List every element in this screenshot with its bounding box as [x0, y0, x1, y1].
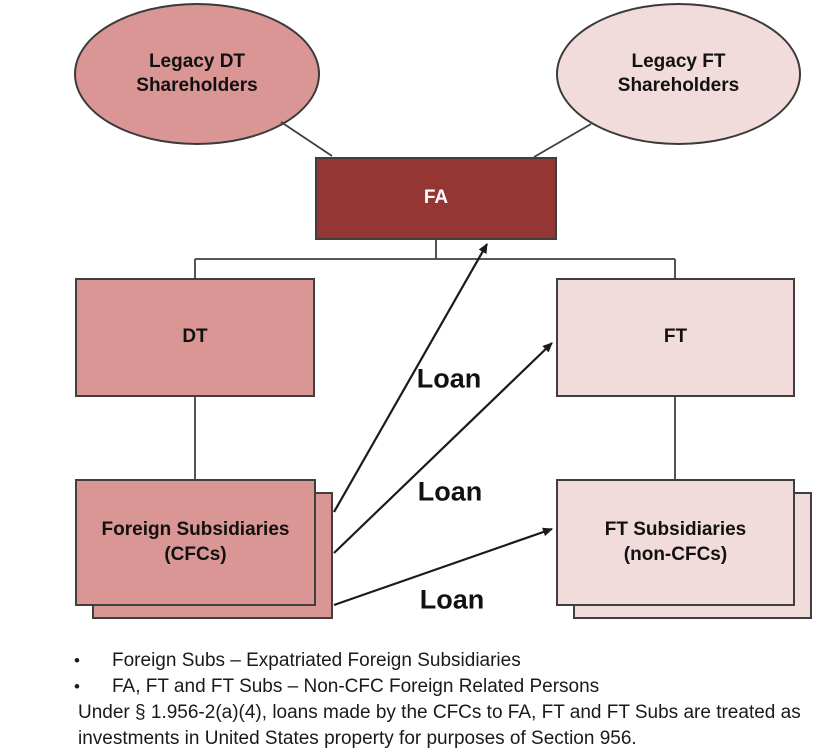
footnotes: • Foreign Subs – Expatriated Foreign Sub… — [0, 648, 829, 752]
bullet-icon: • — [74, 677, 80, 696]
node-dt: DT — [75, 278, 315, 397]
edge-legacy-ft-to-fa — [533, 123, 592, 158]
node-legacy-dt-shareholders-label: Legacy DT Shareholders — [136, 50, 258, 96]
loan-label-1: Loan — [416, 363, 482, 394]
node-ft: FT — [556, 278, 795, 397]
node-fa: FA — [315, 157, 557, 240]
footnote-bullet-2: • FA, FT and FT Subs – Non-CFC Foreign R… — [0, 674, 829, 700]
node-dt-label: DT — [182, 326, 208, 348]
node-fa-label: FA — [423, 187, 449, 209]
node-ft-subsidiaries: FT Subsidiaries (non-CFCs) — [556, 479, 795, 606]
footnote-bullet-2-text: FA, FT and FT Subs – Non-CFC Foreign Rel… — [112, 676, 600, 697]
footnote-bullet-1: • Foreign Subs – Expatriated Foreign Sub… — [0, 648, 829, 674]
loan-label-3: Loan — [419, 584, 485, 615]
bullet-icon: • — [74, 651, 80, 670]
footnote-bullet-1-text: Foreign Subs – Expatriated Foreign Subsi… — [112, 650, 521, 671]
loan-label-2: Loan — [417, 476, 483, 507]
node-foreign-subsidiaries-label: Foreign Subsidiaries (CFCs) — [101, 519, 290, 565]
node-ft-subsidiaries-label: FT Subsidiaries (non-CFCs) — [604, 519, 747, 565]
node-legacy-ft-shareholders: Legacy FT Shareholders — [556, 3, 801, 145]
node-ft-label: FT — [663, 326, 688, 348]
node-legacy-dt-shareholders: Legacy DT Shareholders — [74, 3, 320, 145]
node-legacy-ft-shareholders-label: Legacy FT Shareholders — [617, 50, 740, 96]
edge-legacy-dt-to-fa — [280, 121, 333, 157]
footnote-body-text: Under § 1.956-2(a)(4), loans made by the… — [78, 702, 801, 749]
node-foreign-subsidiaries: Foreign Subsidiaries (CFCs) — [75, 479, 316, 606]
